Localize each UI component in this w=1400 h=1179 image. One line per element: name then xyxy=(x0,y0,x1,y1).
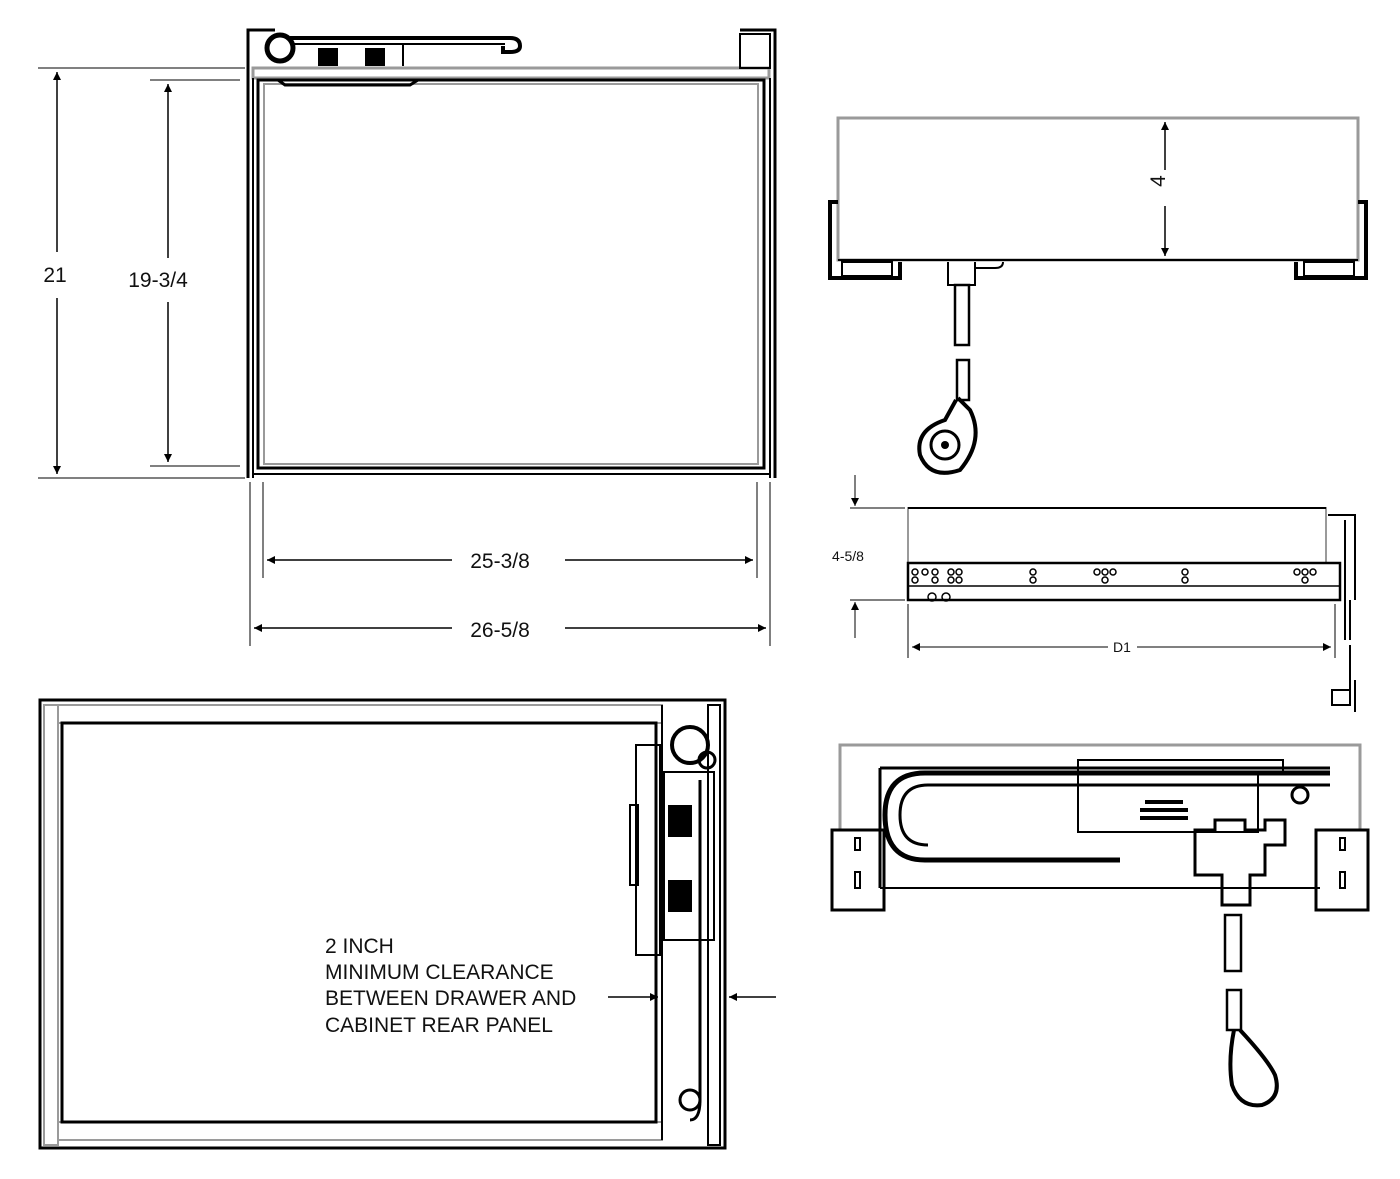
dimension-width-inner: 25-3/8 xyxy=(262,482,758,578)
caster-icon xyxy=(917,283,978,475)
slide-mechanism xyxy=(629,704,721,1146)
dimension-label: 26-5/8 xyxy=(470,619,530,642)
note-line: MINIMUM CLEARANCE xyxy=(325,961,554,984)
note-line: 2 INCH xyxy=(325,935,394,958)
dimension-label: 21 xyxy=(43,264,66,287)
dimension-label: 19-3/4 xyxy=(128,269,188,292)
slide-mechanism xyxy=(264,32,771,87)
note-line: BETWEEN DRAWER AND xyxy=(325,987,576,1010)
dimension-label: 4-5/8 xyxy=(832,548,864,564)
dimension-rail-height: 4-5/8 xyxy=(832,475,905,638)
dimension-width-outer: 26-5/8 xyxy=(249,482,771,646)
dimension-depth: D1 xyxy=(907,604,1336,658)
front-view: 21 19-3/4 25-3/8 26-5/8 xyxy=(38,28,777,646)
caster-icon xyxy=(1223,913,1279,1108)
side-view-rail: 4-5/8 D1 xyxy=(832,475,1356,712)
side-view-drawer: 4 xyxy=(828,116,1368,475)
dimension-height: 4 xyxy=(1147,122,1170,256)
dimension-height-outer: 21 xyxy=(38,67,245,479)
dimension-label: 25-3/8 xyxy=(470,550,530,573)
dimension-height-inner: 19-3/4 xyxy=(128,79,240,467)
top-view: 2 INCH MINIMUM CLEARANCE BETWEEN DRAWER … xyxy=(38,698,776,1150)
clearance-note: 2 INCH MINIMUM CLEARANCE BETWEEN DRAWER … xyxy=(325,935,776,1037)
note-line: CABINET REAR PANEL xyxy=(325,1014,553,1037)
dimension-label: D1 xyxy=(1113,639,1131,655)
dimension-label: 4 xyxy=(1147,175,1170,187)
rear-view xyxy=(830,743,1370,1108)
